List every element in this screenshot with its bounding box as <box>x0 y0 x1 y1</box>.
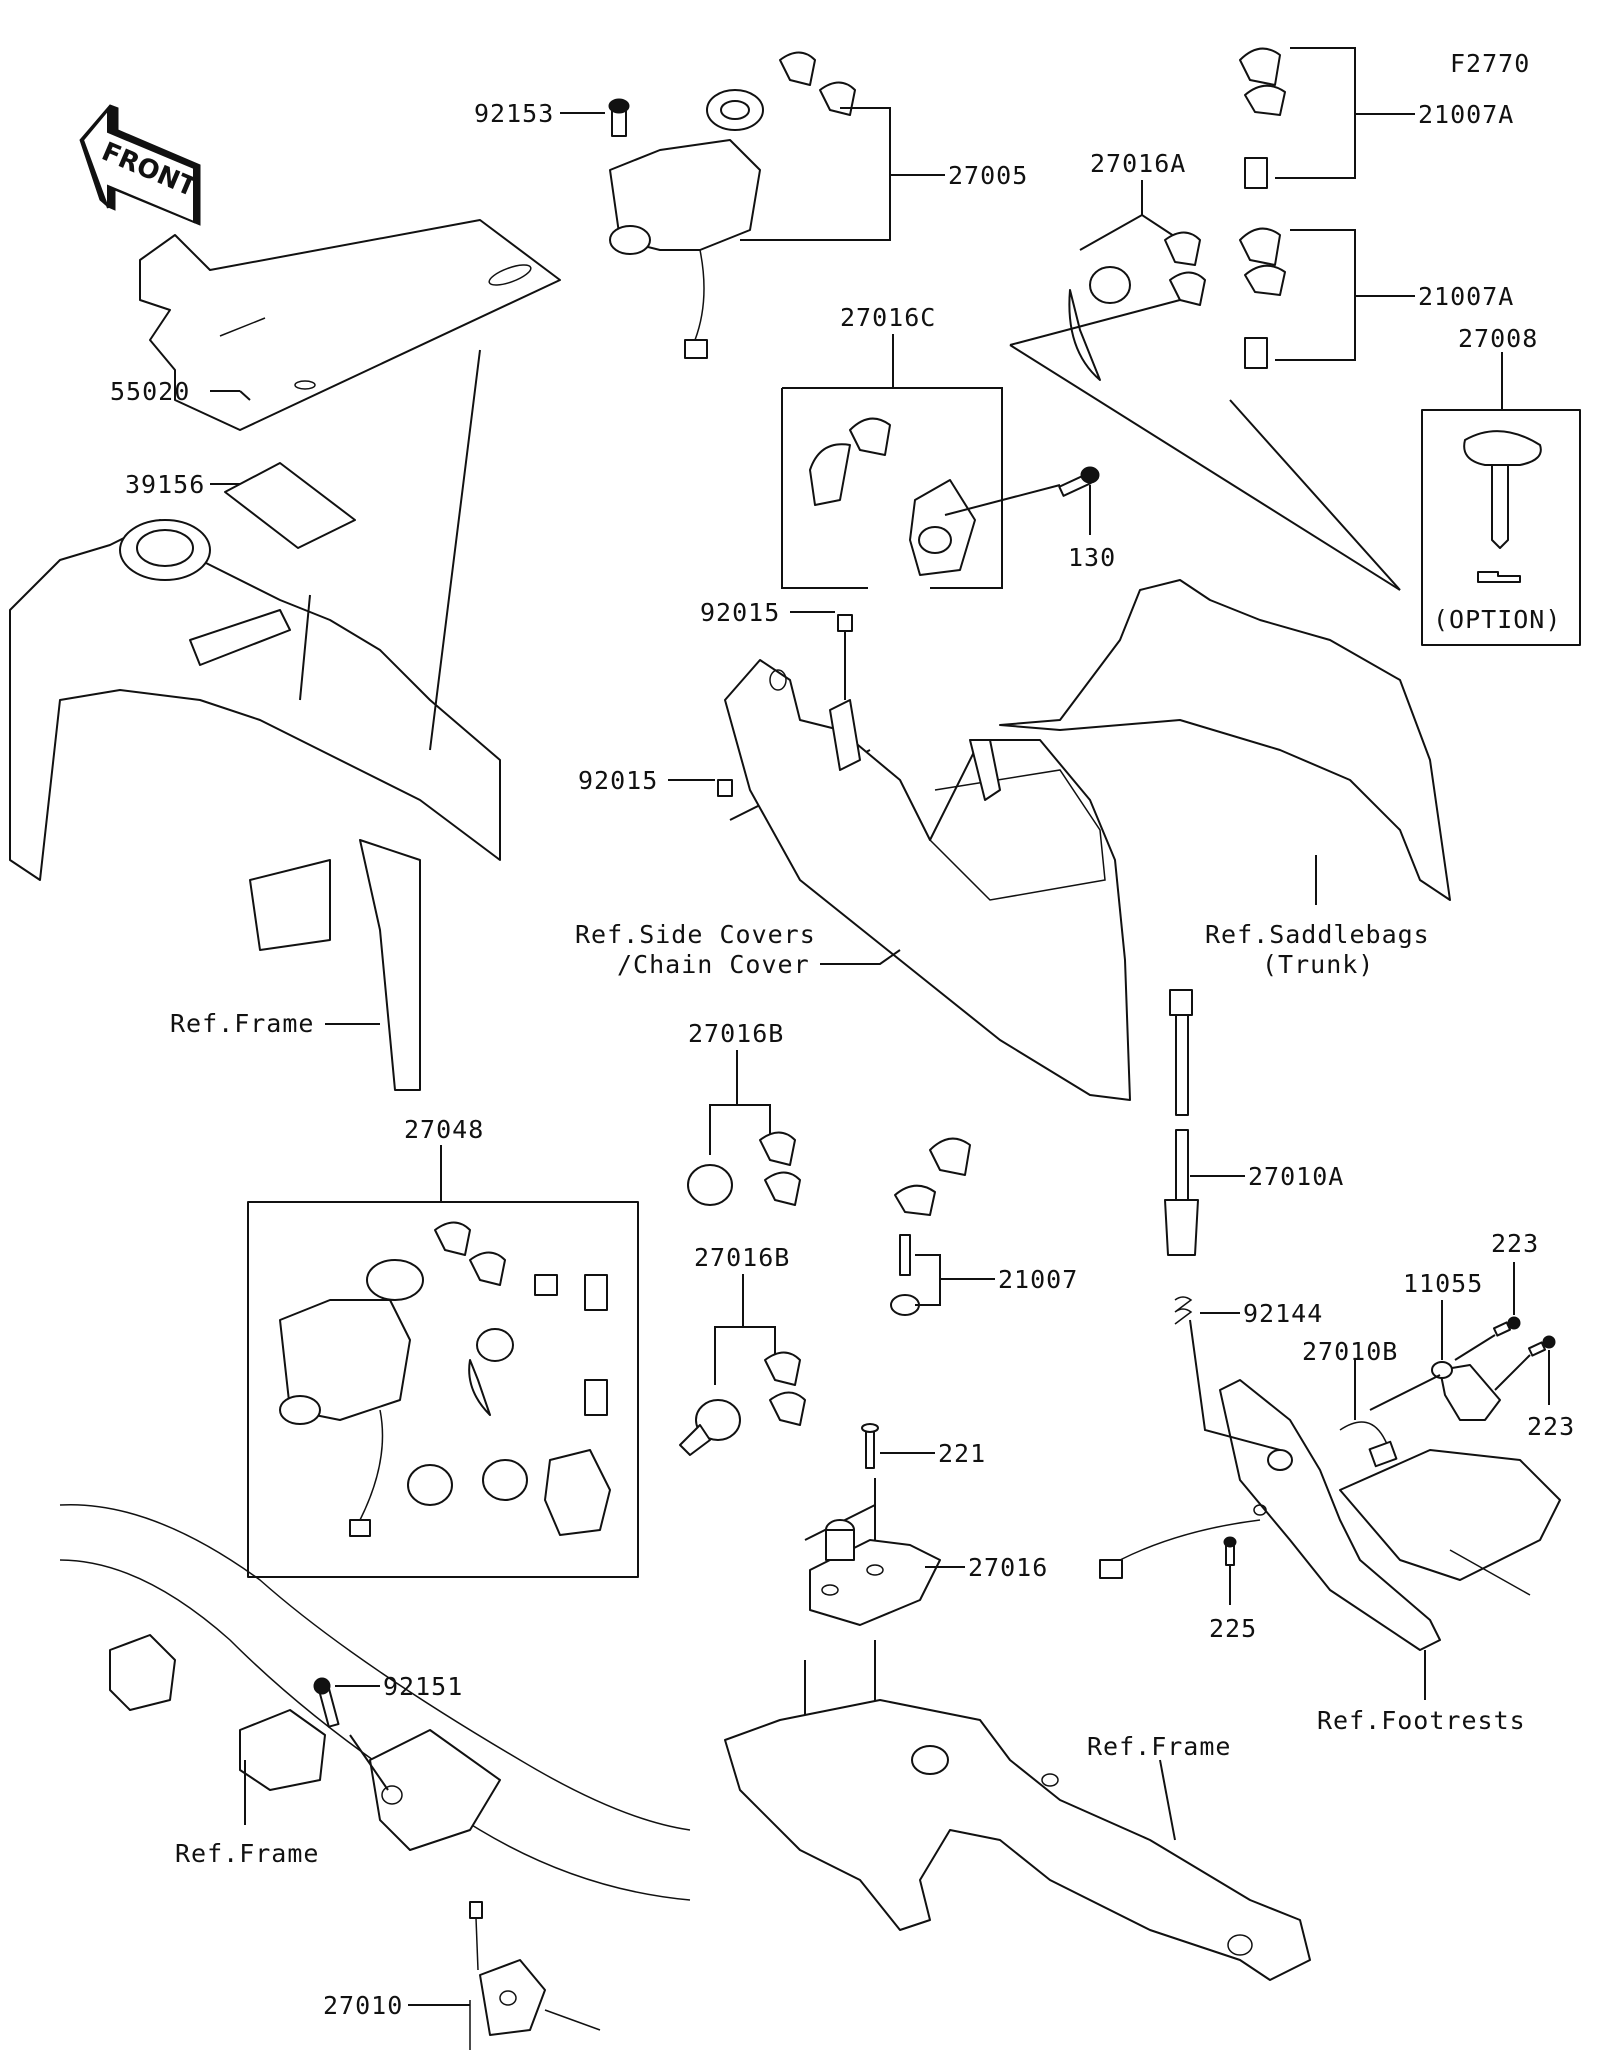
part-39156-sticker <box>224 462 356 549</box>
part-55020-plate <box>139 219 561 431</box>
ref-label-side-covers-2: /Chain Cover <box>617 950 810 979</box>
part-label-27010B: 27010B <box>1302 1337 1398 1366</box>
option-box: (OPTION) <box>1421 409 1581 646</box>
part-21007A-keys-2 <box>1239 227 1286 369</box>
part-27016B-lock-2 <box>679 1351 806 1456</box>
part-label-27048: 27048 <box>404 1115 484 1144</box>
side-cover <box>724 659 1131 1101</box>
part-label-27016: 27016 <box>968 1553 1048 1582</box>
part-label-21007: 21007 <box>998 1265 1078 1294</box>
part-label-27010A: 27010A <box>1248 1162 1344 1191</box>
part-221-screw <box>861 1423 879 1469</box>
frame-front-section <box>9 519 501 1091</box>
footrest-bracket <box>1219 1379 1561 1651</box>
part-223-screw-1 <box>1492 1316 1521 1337</box>
part-92015-clip-1 <box>837 614 853 632</box>
part-27016A-lock <box>1068 231 1206 381</box>
frame-rear-section <box>724 1699 1311 1981</box>
part-label-39156: 39156 <box>125 470 205 499</box>
saddlebag-trunk <box>999 579 1451 901</box>
part-label-92015-2: 92015 <box>578 766 658 795</box>
option-label: (OPTION) <box>1433 605 1561 634</box>
part-label-27008: 27008 <box>1458 324 1538 353</box>
part-27016C-lock <box>809 417 976 576</box>
part-label-225: 225 <box>1209 1614 1257 1643</box>
part-label-92151: 92151 <box>383 1672 463 1701</box>
part-label-27016B-2: 27016B <box>694 1243 790 1272</box>
ref-label-saddlebags-1: Ref.Saddlebags <box>1205 920 1430 949</box>
part-label-223-1: 223 <box>1491 1229 1539 1258</box>
frame-lower-left-section <box>59 1503 691 1901</box>
part-label-27016A: 27016A <box>1090 149 1186 178</box>
part-label-27005: 27005 <box>948 161 1028 190</box>
part-label-21007A-1: 21007A <box>1418 100 1514 129</box>
part-27048-lock-set <box>247 1201 639 1578</box>
part-92151-bolt <box>313 1677 340 1728</box>
part-label-21007A-2: 21007A <box>1418 282 1514 311</box>
ref-label-side-covers-1: Ref.Side Covers <box>575 920 816 949</box>
part-11055-bracket <box>1431 1361 1501 1421</box>
part-21007A-keys-1 <box>1239 47 1286 189</box>
figure-code: F2770 <box>1450 49 1530 78</box>
part-label-223-2: 223 <box>1527 1412 1575 1441</box>
part-label-92144: 92144 <box>1243 1299 1323 1328</box>
ref-label-footrests: Ref.Footrests <box>1317 1706 1526 1735</box>
part-92144-spring <box>1174 1296 1193 1325</box>
ref-label-frame-2: Ref.Frame <box>1087 1732 1231 1761</box>
part-label-27016C: 27016C <box>840 303 936 332</box>
ref-label-frame-1: Ref.Frame <box>170 1009 314 1038</box>
part-label-92015-1: 92015 <box>700 598 780 627</box>
option-key-icon <box>1463 430 1542 466</box>
part-223-screw-2 <box>1527 1335 1556 1357</box>
part-label-27016B-1: 27016B <box>688 1019 784 1048</box>
part-label-55020: 55020 <box>110 377 190 406</box>
part-label-221: 221 <box>938 1439 986 1468</box>
ref-label-frame-3: Ref.Frame <box>175 1839 319 1868</box>
part-27005-ignition-switch <box>609 51 856 359</box>
part-label-92153: 92153 <box>474 99 554 128</box>
ref-label-saddlebags-2: (Trunk) <box>1262 950 1374 979</box>
part-92153-bolt <box>608 98 630 137</box>
part-27010B-wire <box>1339 1421 1396 1461</box>
part-130-screw <box>1058 466 1100 497</box>
part-27010-switch <box>469 1901 601 2050</box>
part-27016B-lock-1 <box>687 1131 801 1206</box>
part-label-130: 130 <box>1068 543 1116 572</box>
front-arrow-icon: FRONT <box>79 104 201 226</box>
part-21007-keys <box>890 1137 971 1316</box>
part-27010A-switch <box>1164 989 1199 1256</box>
part-27016-lock-bracket <box>809 1519 941 1626</box>
part-225-screw <box>1223 1536 1237 1566</box>
part-label-11055: 11055 <box>1403 1269 1483 1298</box>
part-label-27010: 27010 <box>323 1991 403 2020</box>
part-92015-clip-2 <box>717 779 733 797</box>
